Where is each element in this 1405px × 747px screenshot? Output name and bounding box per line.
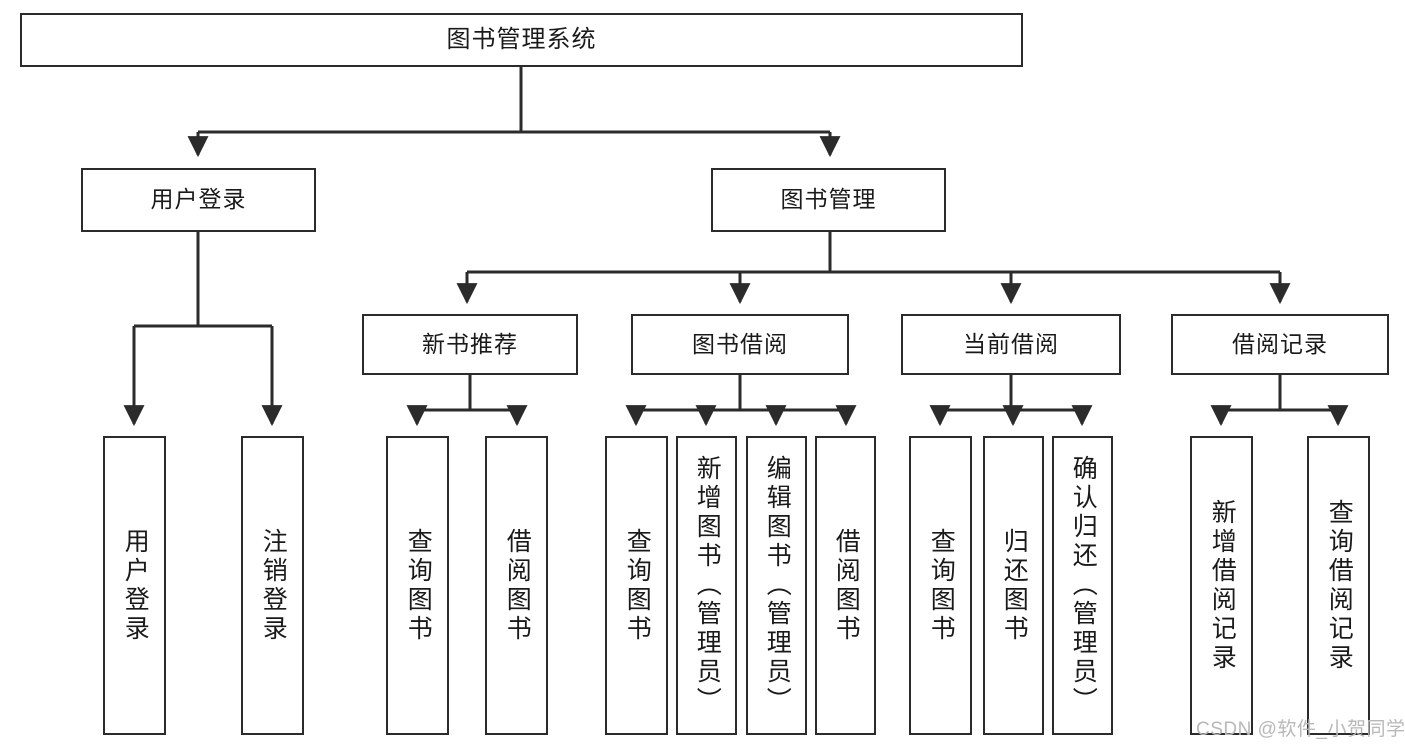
node-label: 新增图书（管理员） <box>693 455 722 716</box>
node-borrowing-record[interactable]: 借阅记录 <box>1171 314 1389 375</box>
node-label: 查询图书 <box>623 527 652 644</box>
node-label: 编辑图书（管理员） <box>763 455 792 716</box>
node-leaf-add-borrow-record[interactable]: 新增借阅记录 <box>1190 436 1253 735</box>
node-leaf-logout[interactable]: 注销登录 <box>241 436 304 735</box>
node-label: 查询图书 <box>927 527 956 644</box>
node-label: 当前借阅 <box>963 330 1059 357</box>
node-book-borrowing[interactable]: 图书借阅 <box>631 314 849 375</box>
node-leaf-borrow-book-recommend[interactable]: 借阅图书 <box>485 436 548 735</box>
node-leaf-query-book-recommend[interactable]: 查询图书 <box>386 436 449 735</box>
node-label: 图书借阅 <box>692 330 788 357</box>
node-label: 图书管理 <box>780 186 877 213</box>
node-label: 新书推荐 <box>422 330 518 357</box>
node-label: 借阅图书 <box>832 527 861 644</box>
node-root-book-management-system[interactable]: 图书管理系统 <box>20 13 1023 67</box>
node-label: 确认归还（管理员） <box>1069 455 1098 716</box>
node-leaf-query-book-borrow[interactable]: 查询图书 <box>605 436 668 735</box>
node-leaf-confirm-return-admin[interactable]: 确认归还（管理员） <box>1052 436 1113 735</box>
node-label: 用户登录 <box>121 527 150 644</box>
node-current-borrowing[interactable]: 当前借阅 <box>901 314 1121 375</box>
node-leaf-query-book-current[interactable]: 查询图书 <box>909 436 972 735</box>
node-leaf-add-book-admin[interactable]: 新增图书（管理员） <box>676 436 737 735</box>
node-leaf-user-login[interactable]: 用户登录 <box>103 436 166 735</box>
node-new-book-recommendation[interactable]: 新书推荐 <box>362 314 578 375</box>
node-leaf-query-borrow-record[interactable]: 查询借阅记录 <box>1307 436 1370 735</box>
node-label: 查询图书 <box>404 527 433 644</box>
node-label: 新增借阅记录 <box>1208 498 1237 673</box>
node-leaf-return-book[interactable]: 归还图书 <box>983 436 1044 735</box>
node-leaf-edit-book-admin[interactable]: 编辑图书（管理员） <box>746 436 807 735</box>
node-label: 借阅记录 <box>1232 330 1328 357</box>
node-label: 借阅图书 <box>503 527 532 644</box>
node-label: 查询借阅记录 <box>1325 498 1354 673</box>
node-label: 归还图书 <box>1000 527 1029 644</box>
node-leaf-borrow-book[interactable]: 借阅图书 <box>815 436 876 735</box>
node-user-login[interactable]: 用户登录 <box>81 168 316 232</box>
node-label: 图书管理系统 <box>446 25 597 53</box>
node-label: 用户登录 <box>150 186 247 213</box>
csdn-watermark: CSDN @软件_小贺同学 <box>1196 719 1405 740</box>
node-book-management[interactable]: 图书管理 <box>711 168 946 232</box>
node-label: 注销登录 <box>259 527 288 644</box>
